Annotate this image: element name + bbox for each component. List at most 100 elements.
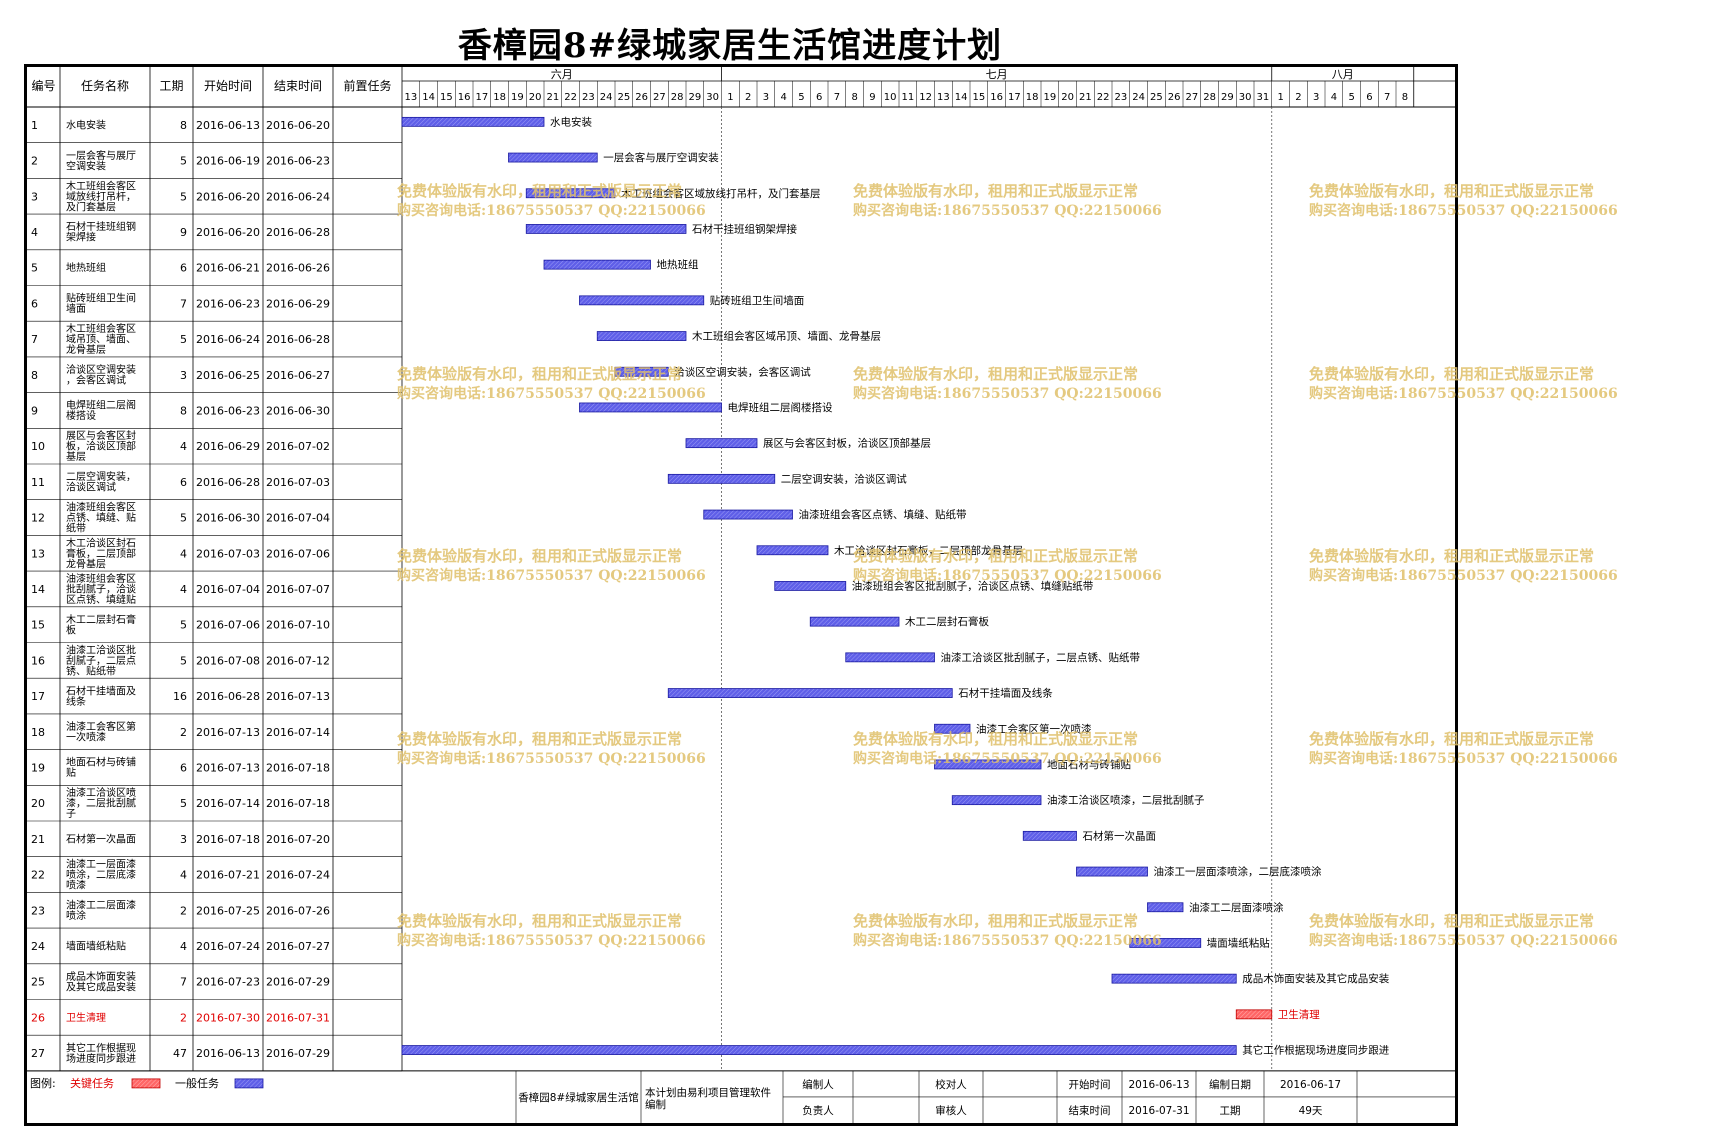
month-label: 八月 (1332, 68, 1354, 81)
task-duration: 5 (180, 619, 187, 632)
gantt-bar-label: 油漆工洽谈区批刮腻子，二层点锈、贴纸带 (941, 651, 1141, 664)
footer-date-label: 编制日期 (1209, 1078, 1251, 1091)
day-label: 24 (1132, 92, 1145, 103)
gantt-bar-label: 贴砖班组卫生间墙面 (710, 294, 805, 307)
day-label: 13 (405, 92, 418, 103)
day-label: 3 (763, 92, 769, 103)
gantt-bar-label: 木工二层封石膏板 (905, 615, 989, 628)
task-duration: 8 (180, 404, 187, 417)
task-name: 油漆工洽谈区喷漆，二层批刮腻子 (66, 786, 136, 820)
gantt-bar (525, 188, 616, 199)
gantt-bar (543, 259, 651, 270)
task-name: 卫生清理 (66, 1011, 106, 1024)
day-label: 15 (440, 92, 453, 103)
task-end: 2016-07-12 (266, 654, 330, 667)
gantt-bar-label: 一层会客与展厅空调安装 (603, 151, 719, 164)
task-end: 2016-07-18 (266, 761, 330, 774)
day-label: 3 (1313, 92, 1319, 103)
gantt-bar-label: 木工班组会客区域放线打吊杆，及门套基层 (621, 187, 821, 200)
footer-date-value: 2016-06-17 (1280, 1079, 1341, 1091)
day-label: 28 (1203, 92, 1216, 103)
gantt-bar (579, 295, 705, 306)
day-label: 6 (816, 92, 822, 103)
task-id: 5 (31, 262, 38, 275)
day-label: 18 (493, 92, 506, 103)
task-id: 14 (31, 583, 45, 596)
day-label: 15 (973, 92, 986, 103)
gantt-bar (685, 438, 758, 449)
task-name: 水电安装 (66, 118, 106, 131)
task-name: 油漆班组会客区点锈、填缝、贴纸带 (66, 501, 136, 535)
task-end: 2016-07-29 (266, 976, 330, 989)
task-id: 20 (31, 797, 45, 810)
gantt-bar-label: 卫生清理 (1278, 1008, 1320, 1021)
task-start: 2016-07-18 (196, 833, 260, 846)
task-duration: 4 (180, 940, 187, 953)
day-label: 5 (1348, 92, 1354, 103)
gantt-bar (1022, 830, 1077, 841)
task-id: 12 (31, 512, 45, 525)
task-name: 地面石材与砖铺贴 (66, 756, 136, 780)
gantt-bar-label: 地热班组 (657, 258, 699, 271)
day-label: 22 (564, 92, 577, 103)
day-label: 19 (1044, 92, 1057, 103)
gantt-bar-label: 油漆班组会客区批刮腻子，洽谈区点锈、填缝贴纸带 (852, 579, 1094, 592)
gantt-bar (401, 1045, 1237, 1055)
task-start: 2016-06-20 (196, 226, 260, 239)
gantt-bar-label: 石材干挂班组钢架焊接 (692, 222, 797, 235)
footer-start-value: 2016-06-13 (1128, 1079, 1189, 1091)
task-end: 2016-06-27 (266, 369, 330, 382)
task-end: 2016-07-14 (266, 726, 330, 739)
day-label: 8 (851, 92, 857, 103)
task-name: 洽谈区空调安装，会客区调试 (66, 363, 136, 387)
task-start: 2016-07-04 (196, 583, 260, 596)
col-header-start: 开始时间 (204, 79, 252, 93)
legend-critical-label: 关键任务 (70, 1076, 114, 1090)
task-start: 2016-06-19 (196, 155, 260, 168)
task-id: 6 (31, 297, 38, 310)
task-name: 其它工作根据现场进度同步跟进 (66, 1041, 136, 1065)
footer-compiler-label: 编制人 (802, 1078, 834, 1091)
legend-normal-swatch (234, 1078, 264, 1089)
gantt-bar (756, 545, 829, 556)
task-id: 2 (31, 155, 38, 168)
footer-period-label: 工期 (1220, 1105, 1241, 1117)
day-label: 21 (547, 92, 560, 103)
task-name: 油漆工洽谈区批刮腻子，二层点锈、贴纸带 (66, 643, 136, 677)
gantt-bar (1076, 866, 1148, 877)
legend-critical-swatch (131, 1078, 161, 1089)
task-end: 2016-07-29 (266, 1047, 330, 1060)
footer-software: 本计划由易利项目管理软件编制 (645, 1086, 771, 1111)
task-start: 2016-07-23 (196, 976, 260, 989)
task-duration: 9 (180, 226, 187, 239)
day-label: 26 (1168, 92, 1181, 103)
day-label: 14 (422, 92, 435, 103)
task-start: 2016-07-03 (196, 547, 260, 560)
task-start: 2016-06-20 (196, 190, 260, 203)
task-name: 墙面墙纸粘贴 (66, 939, 126, 952)
task-name: 成品木饰面安装及其它成品安装 (66, 970, 136, 994)
task-end: 2016-06-20 (266, 119, 330, 132)
day-label: 13 (937, 92, 950, 103)
task-end: 2016-07-06 (266, 547, 330, 560)
task-end: 2016-07-31 (266, 1011, 330, 1024)
task-duration: 7 (180, 976, 187, 989)
gantt-bar (934, 723, 971, 734)
task-duration: 5 (180, 797, 187, 810)
day-label: 23 (582, 92, 595, 103)
day-label: 11 (902, 92, 915, 103)
legend-label: 图例: (30, 1076, 56, 1090)
task-id: 22 (31, 869, 45, 882)
task-end: 2016-06-24 (266, 190, 330, 203)
gantt-bar-label: 石材干挂墙面及线条 (958, 687, 1053, 700)
task-start: 2016-07-06 (196, 619, 260, 632)
day-label: 20 (1061, 92, 1074, 103)
day-label: 7 (834, 92, 840, 103)
day-label: 29 (689, 92, 702, 103)
task-end: 2016-07-20 (266, 833, 330, 846)
task-duration: 16 (173, 690, 187, 703)
task-id: 25 (31, 976, 45, 989)
task-duration: 47 (173, 1047, 187, 1060)
task-name: 油漆工二层面漆喷涂 (66, 899, 136, 923)
day-label: 12 (919, 92, 932, 103)
